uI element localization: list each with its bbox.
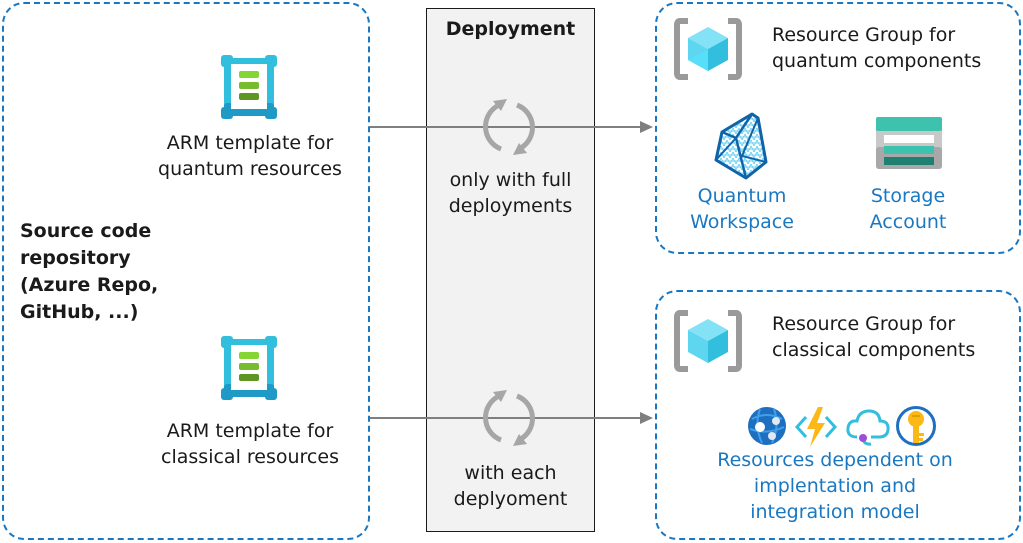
resource-group-icon <box>674 17 742 81</box>
arm-template-icon[interactable] <box>221 55 277 119</box>
quantum-workspace-label: Quantum Workspace <box>690 185 794 233</box>
source-repo-title: Source code repository (Azure Repo, GitH… <box>20 220 159 323</box>
app-service-icon[interactable] <box>746 405 788 447</box>
deployment-step-classical-label: with each deplyoment <box>453 462 568 510</box>
resource-group-quantum <box>655 2 1021 254</box>
key-vault-icon[interactable] <box>895 405 937 447</box>
classical-resources-caption: Resources dependent on implentation and … <box>717 449 953 523</box>
refresh-cycle-icon <box>479 97 541 157</box>
resource-group-classical-title: Resource Group for classical components <box>772 313 976 361</box>
resource-group-classical <box>655 290 1021 540</box>
storage-account-icon[interactable] <box>876 117 942 169</box>
resource-group-icon <box>674 309 742 373</box>
arm-template-quantum-label: ARM template for quantum resources <box>158 132 342 180</box>
deployment-step-quantum-label: only with full deployments <box>448 169 573 217</box>
source-repo-container <box>2 2 370 540</box>
storage-account-label: Storage Account <box>869 185 947 233</box>
arrow-classical <box>370 412 653 424</box>
deployment-title: Deployment <box>445 18 576 40</box>
arrow-quantum <box>370 121 653 133</box>
arm-template-icon[interactable] <box>221 336 277 400</box>
deployment-stage <box>426 8 595 532</box>
refresh-cycle-icon <box>479 388 541 448</box>
resource-group-quantum-title: Resource Group for quantum components <box>772 24 982 72</box>
quantum-workspace-icon[interactable] <box>712 110 772 182</box>
function-app-icon[interactable] <box>794 405 838 449</box>
api-connection-icon[interactable] <box>845 407 891 447</box>
arm-template-classical-label: ARM template for classical resources <box>161 420 339 468</box>
